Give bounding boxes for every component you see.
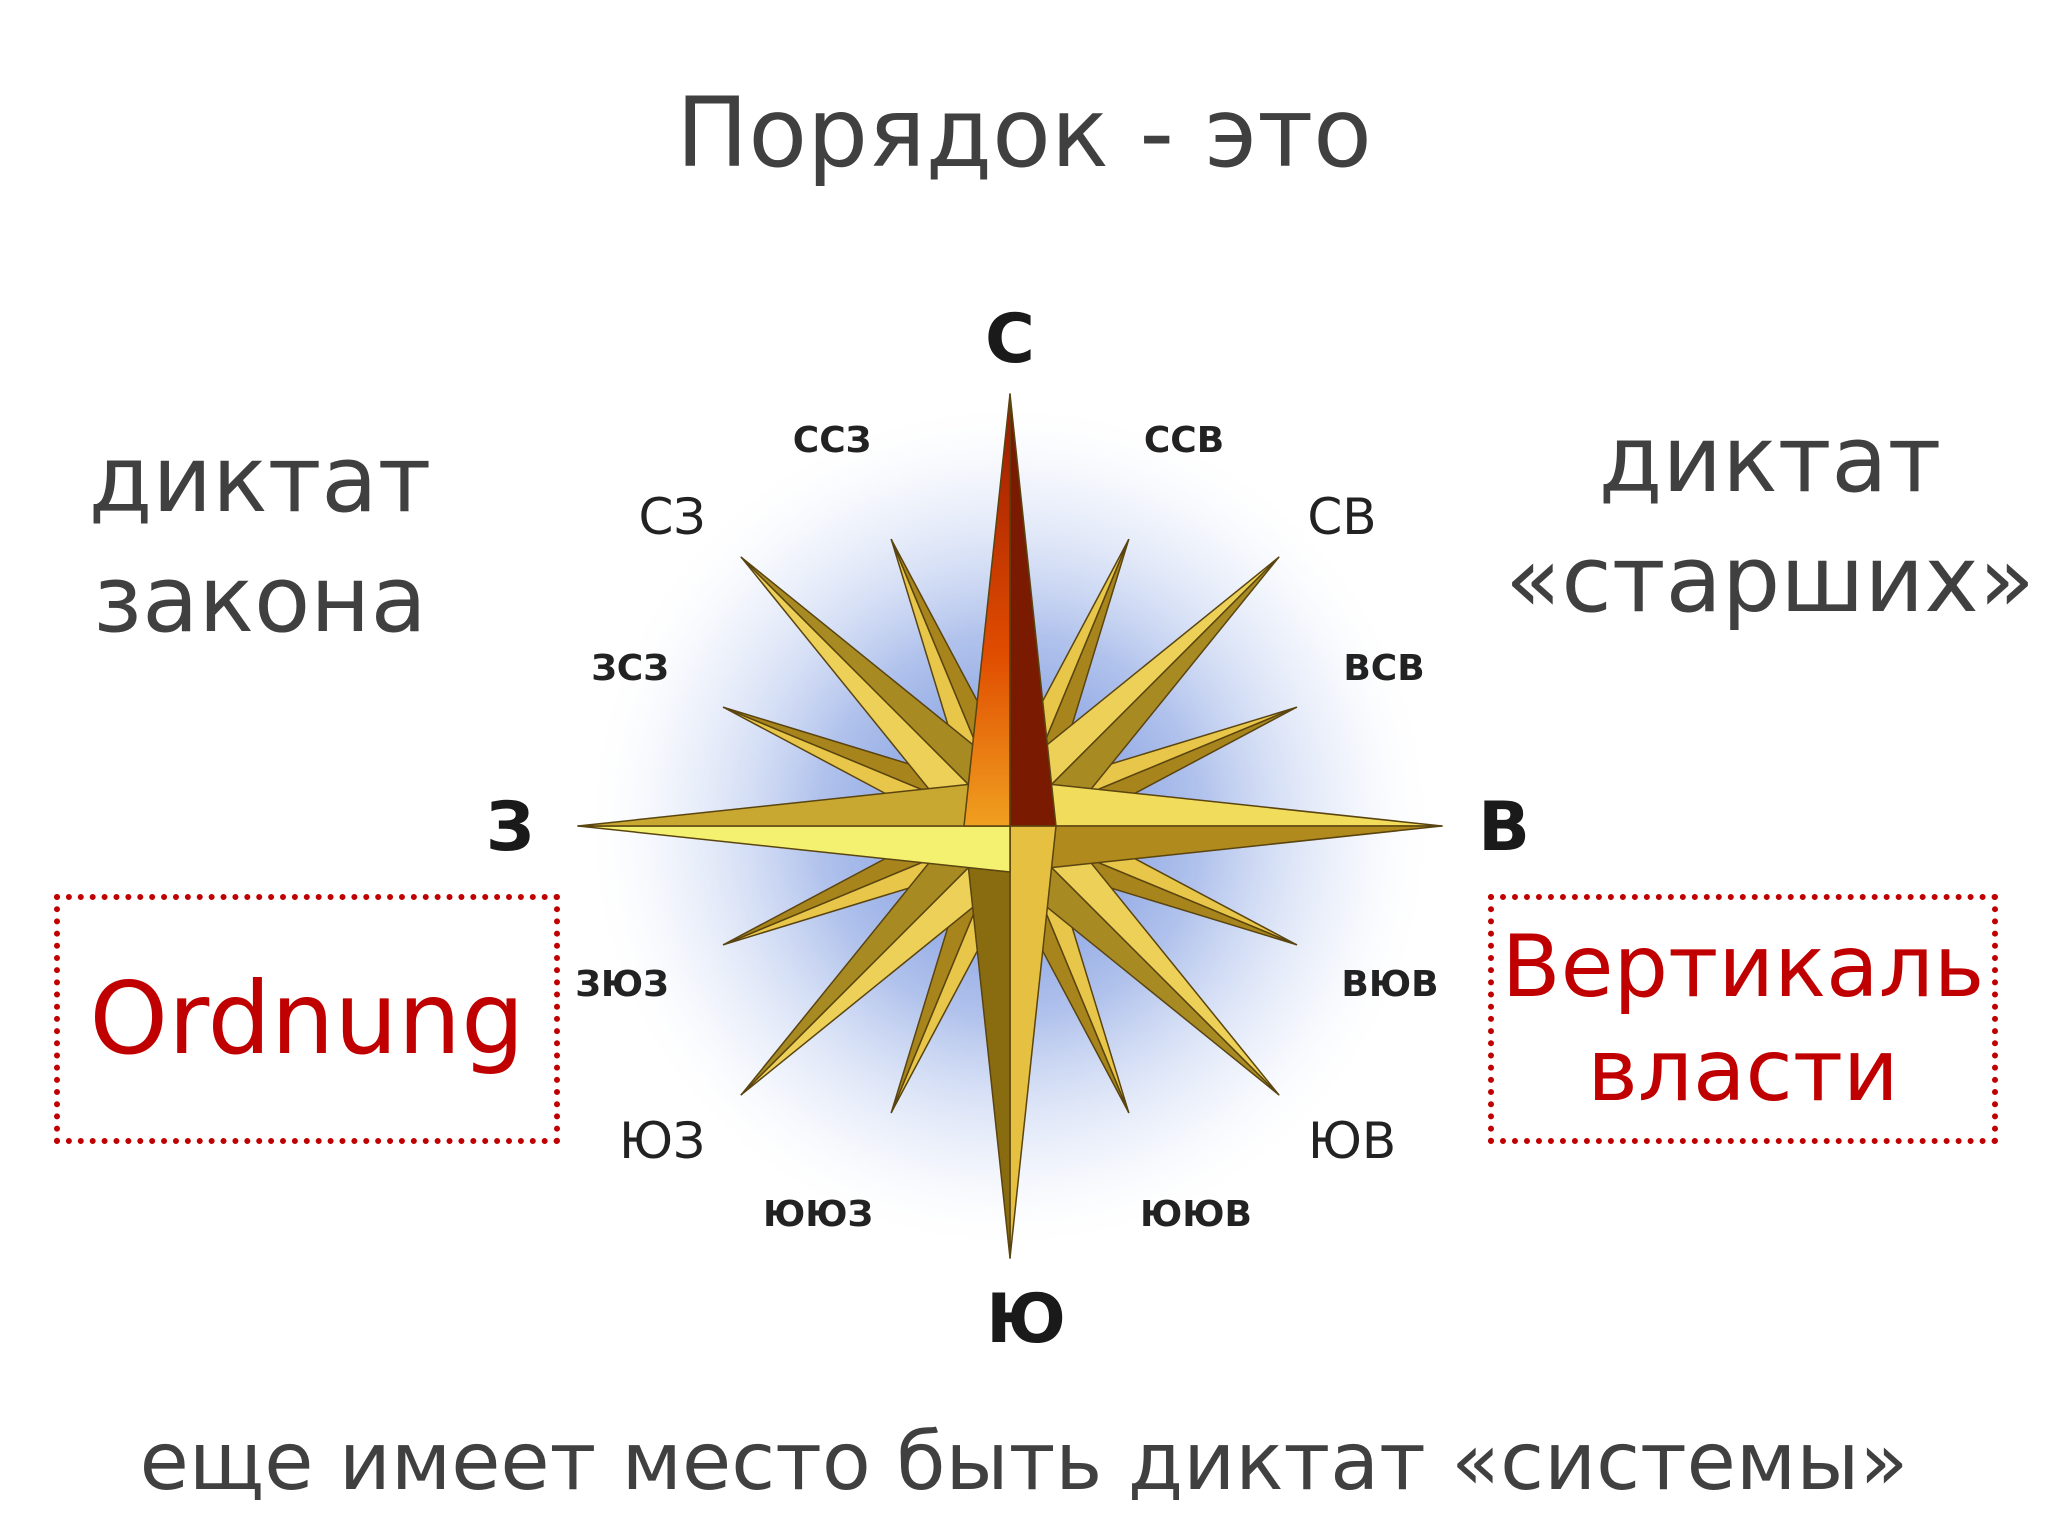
compass-ray-n-right: [1009, 393, 1057, 827]
compass-label-east: В: [1478, 788, 1530, 867]
compass-label-nw: СЗ: [639, 488, 706, 546]
page-title: Порядок - это: [676, 77, 1372, 189]
compass-label-se: ЮВ: [1308, 1112, 1396, 1170]
compass-label-wsw: ЗЮЗ: [575, 964, 668, 1005]
compass-label-nne: ССВ: [1144, 420, 1224, 461]
left-caption: диктат закона: [80, 420, 440, 660]
compass-label-ne: СВ: [1307, 488, 1376, 546]
compass-label-ssw: ЮЮЗ: [763, 1194, 873, 1235]
compass-label-south: Ю: [986, 1280, 1066, 1359]
ordnung-box: Ordnung: [54, 894, 560, 1144]
compass-label-ene: ВСВ: [1343, 648, 1424, 689]
vertical-power-line1: Вертикаль: [1501, 917, 1985, 1017]
vertical-power-box: Вертикаль власти: [1488, 894, 1998, 1144]
right-caption-line2: «старших»: [1505, 526, 2035, 633]
vertical-power-line2: власти: [1587, 1021, 1899, 1121]
compass-label-sw: ЮЗ: [619, 1112, 705, 1170]
left-caption-line2: закона: [93, 546, 427, 653]
left-caption-line1: диктат: [88, 426, 432, 533]
compass-rays: [577, 393, 1443, 1259]
compass-label-nnw: ССЗ: [793, 420, 871, 461]
compass-label-north: С: [985, 300, 1035, 379]
compass-label-sse: ЮЮВ: [1140, 1194, 1252, 1235]
right-caption-line1: диктат: [1598, 406, 1942, 513]
compass-label-wnw: ЗСЗ: [591, 648, 669, 689]
ordnung-label: Ordnung: [89, 960, 525, 1077]
right-caption: диктат «старших»: [1500, 400, 2040, 640]
compass-label-ese: ВЮВ: [1341, 964, 1438, 1005]
compass-label-west: З: [486, 788, 534, 867]
bottom-caption: еще имеет место быть диктат «системы»: [139, 1415, 1909, 1508]
